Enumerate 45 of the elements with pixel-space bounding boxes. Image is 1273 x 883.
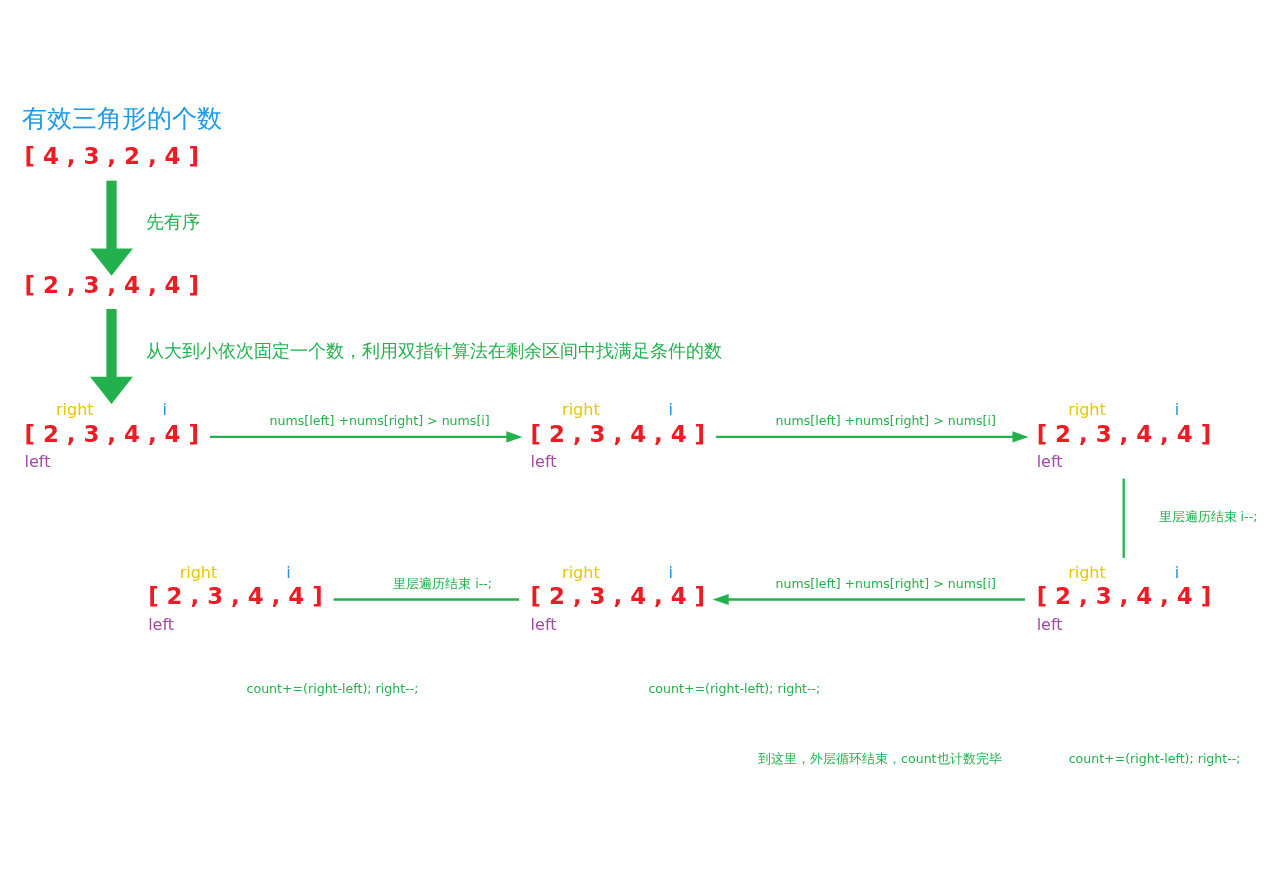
edge-label: nums[left] +nums[right] > nums[i] [775,413,996,429]
node-label: right [1068,400,1106,420]
node-label: left [24,451,51,471]
node-label: i [668,400,674,420]
node-label: i [668,562,674,582]
node-label: left [530,614,557,634]
arrow [90,309,133,404]
edge-label: 里层遍历结束 i--; [1158,509,1258,525]
node-text: [ 2 , 3 , 4 , 4 ] [1036,583,1212,610]
node-label: left [1036,614,1063,634]
edge-label: 从大到小依次固定一个数，利用双指针算法在剩余区间中找满足条件的数 [146,339,723,361]
arrow [90,180,133,276]
node-label: right [1068,562,1106,582]
node-label: i [1174,400,1180,420]
node-label: right [179,562,218,582]
node-label: i [1174,562,1180,582]
node-text: [ 2 , 3 , 4 , 4 ] [530,420,706,447]
arrow [712,593,1026,606]
diagram-title: 有效三角形的个数 [22,104,223,134]
edge-label: 先有序 [145,211,200,233]
node-label: left [148,614,175,634]
node-text: [ 2 , 3 , 4 , 4 ] [530,583,706,610]
arrow [716,431,1029,443]
label: count+=(right-left); right--; [648,681,821,697]
node-label: left [530,451,557,471]
arrow [210,431,523,443]
node-text: [ 4 , 3 , 2 , 4 ] [24,143,199,170]
node-label: right [55,400,94,420]
node-label: right [562,562,600,582]
label: 到这里，外层循环结束，count也计数完毕 [758,751,1002,767]
node-label: i [286,562,291,582]
node-text: [ 2 , 3 , 4 , 4 ] [148,583,323,610]
node-label: right [562,400,600,420]
node-label: i [162,400,167,420]
node-text: [ 2 , 3 , 4 , 4 ] [24,420,199,447]
connector [333,598,520,601]
node-text: [ 2 , 3 , 4 , 4 ] [24,271,199,298]
edge-label: 里层遍历结束 i--; [393,575,492,591]
label: count+=(right-left); right--; [1068,751,1241,767]
label: count+=(right-left); right--; [246,681,419,697]
node-text: [ 2 , 3 , 4 , 4 ] [1036,420,1212,447]
node-label: left [1036,451,1063,471]
edge-label: nums[left] +nums[right] > nums[i] [775,575,996,591]
connector [1122,478,1125,558]
edge-label: nums[left] +nums[right] > nums[i] [269,413,490,429]
